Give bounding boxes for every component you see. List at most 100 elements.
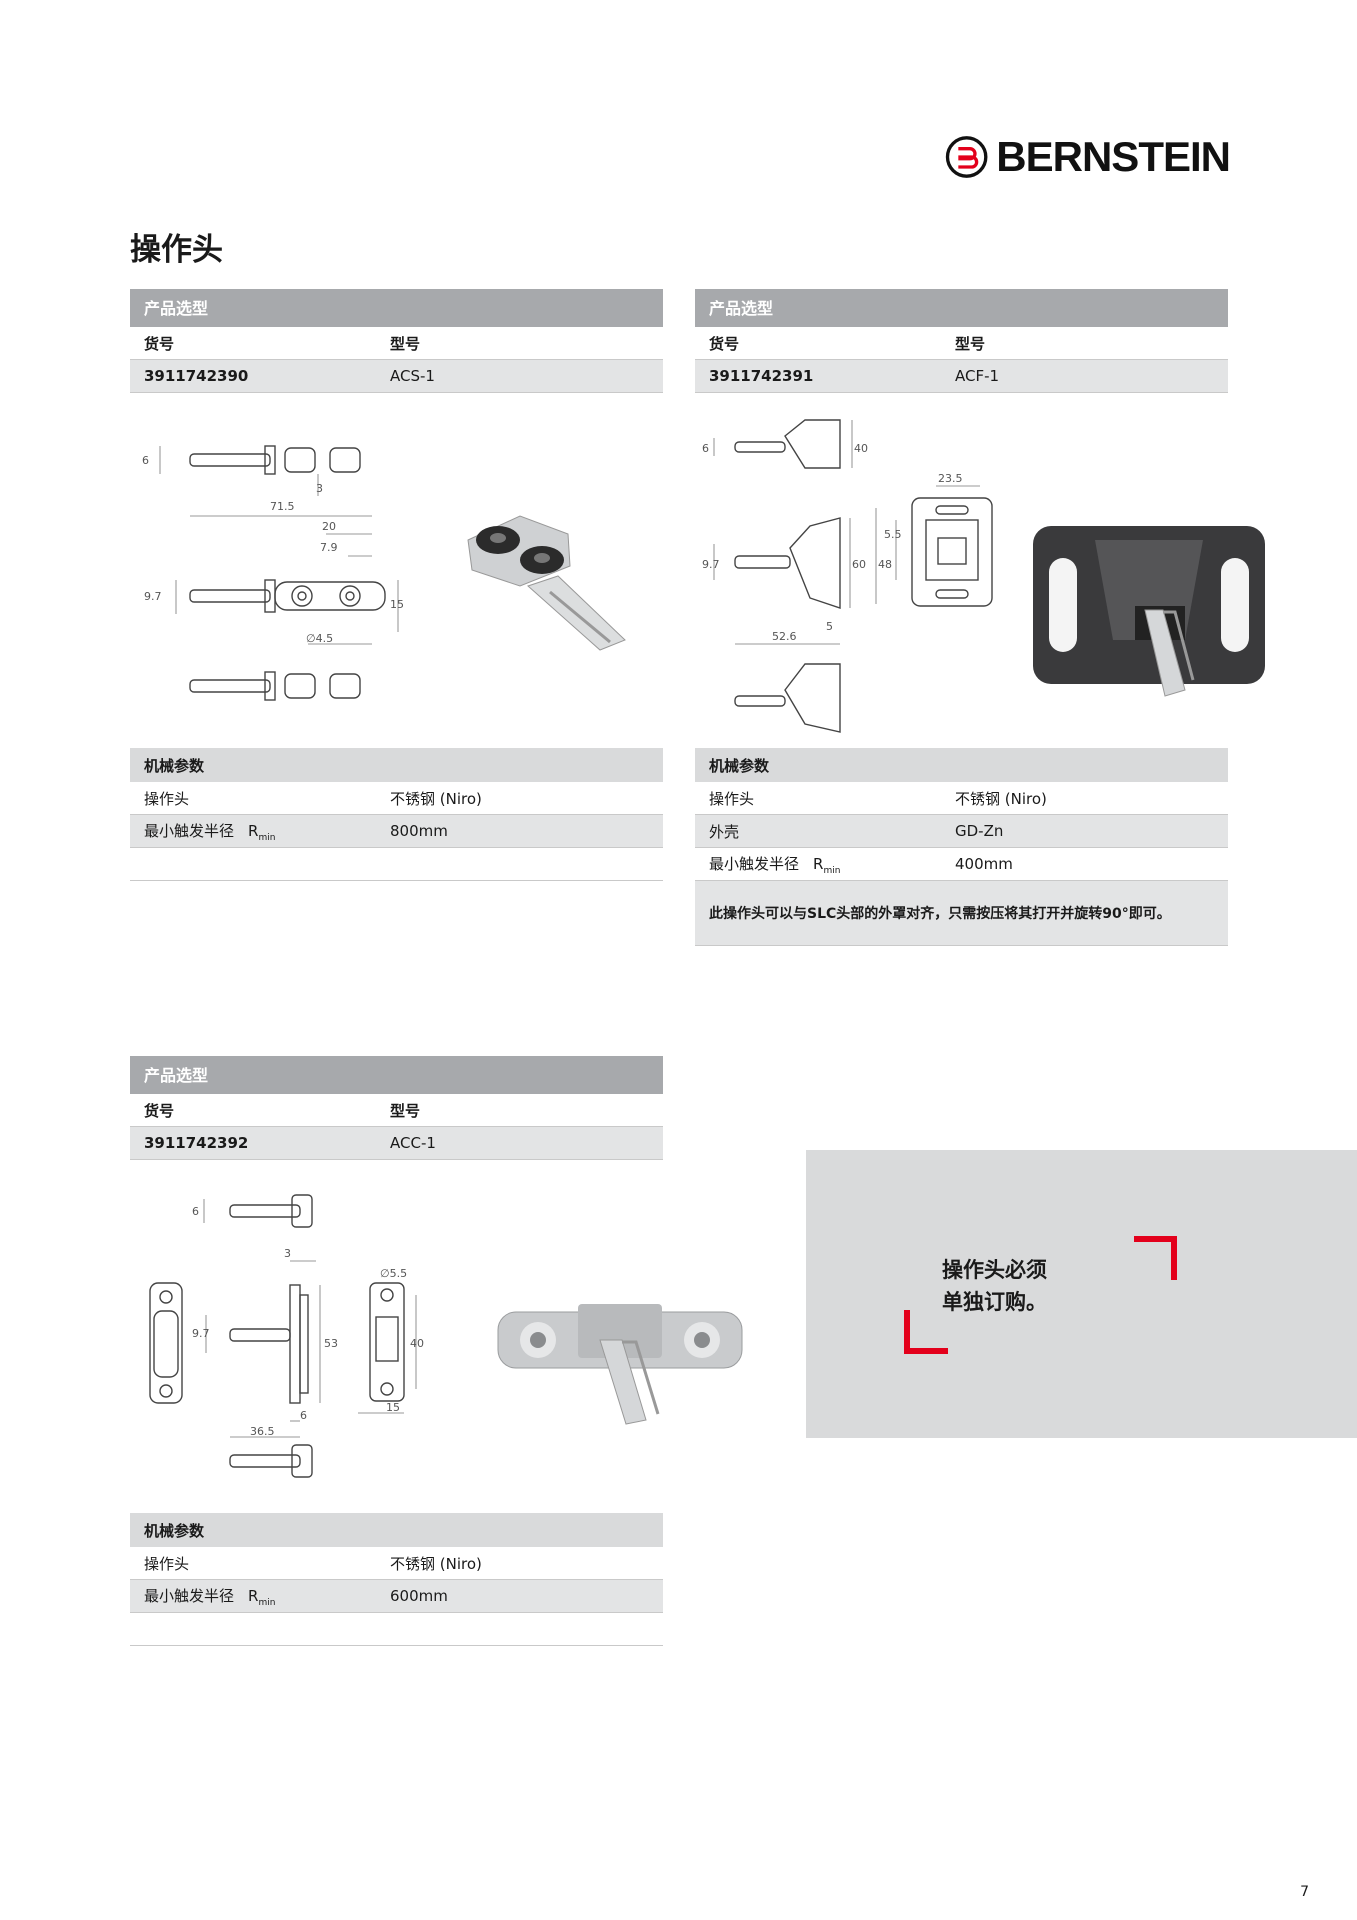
model: ACS-1 xyxy=(390,367,435,385)
dim-label: 3 xyxy=(284,1247,291,1260)
dim-label: 9.7 xyxy=(144,590,162,603)
model: ACF-1 xyxy=(955,367,1000,385)
dim-label: 6 xyxy=(300,1409,307,1422)
page-title: 操作头 xyxy=(130,232,223,268)
dim-label: ∅5.5 xyxy=(380,1267,407,1280)
rmin-label: R xyxy=(813,854,824,873)
product-selection-acf-1: 产品选型 货号 型号 3911742391 ACF-1 xyxy=(695,289,1228,393)
product-selection-acc-1: 产品选型 货号 型号 3911742392 ACC-1 xyxy=(130,1056,663,1160)
callout-line-1: 操作头必须 xyxy=(942,1258,1047,1282)
dim-label: 40 xyxy=(854,442,868,455)
corner-bracket-top-icon xyxy=(1134,1236,1177,1280)
param-row: 最小触发半径 Rmin 400mm xyxy=(695,848,1228,881)
dim-label: 9.7 xyxy=(702,558,720,571)
dim-label: 40 xyxy=(410,1337,424,1350)
param-label: 外壳 xyxy=(709,822,740,841)
dim-label: 9.7 xyxy=(192,1327,210,1340)
product-row: 3911742391 ACF-1 xyxy=(695,360,1228,393)
dim-label: ∅4.5 xyxy=(306,632,333,645)
product-photo-acc-1 xyxy=(497,1304,743,1425)
product-row: 3911742392 ACC-1 xyxy=(130,1127,663,1160)
column-headers: 货号 型号 xyxy=(130,1094,663,1127)
dim-label: 7.9 xyxy=(320,541,338,554)
mechanical-params-acc-1: 机械参数 操作头 不锈钢 (Niro) 最小触发半径 Rmin 600mm xyxy=(130,1513,663,1646)
param-value: 600mm xyxy=(390,1587,448,1605)
param-value: 400mm xyxy=(955,855,1013,873)
mech-header: 机械参数 xyxy=(130,748,663,782)
rmin-subscript: min xyxy=(823,865,841,876)
corner-bracket-bottom-icon xyxy=(904,1310,948,1354)
param-row: 操作头 不锈钢 (Niro) xyxy=(130,1547,663,1580)
model: ACC-1 xyxy=(390,1134,436,1152)
mech-header: 机械参数 xyxy=(695,748,1228,782)
dim-label: 15 xyxy=(390,598,404,611)
dim-label: 6 xyxy=(702,442,709,455)
page-number: 7 xyxy=(1300,1884,1309,1900)
param-label: 操作头 xyxy=(144,1554,190,1573)
model-header: 型号 xyxy=(955,334,986,353)
dimension-drawing-acs-1: 6 3 71.5 20 7.9 9.7 15 ∅4.5 xyxy=(142,445,404,701)
product-photo-acs-1 xyxy=(467,515,626,651)
brand-name: BERNSTEIN xyxy=(996,133,1231,180)
param-label: 最小触发半径 xyxy=(144,1586,235,1605)
mechanical-params-acf-1: 机械参数 操作头 不锈钢 (Niro) 外壳 GD-Zn 最小触发半径 Rmin … xyxy=(695,748,1228,946)
empty-row xyxy=(130,848,663,881)
param-value: GD-Zn xyxy=(955,822,1004,840)
param-row: 外壳 GD-Zn xyxy=(695,815,1228,848)
dim-label: 5.5 xyxy=(884,528,902,541)
mech-header: 机械参数 xyxy=(130,1513,663,1547)
product-photo-acf-1 xyxy=(1033,526,1265,697)
product-row: 3911742390 ACS-1 xyxy=(130,360,663,393)
param-label: 最小触发半径 xyxy=(144,821,235,840)
dim-label: 53 xyxy=(324,1337,338,1350)
rmin-label: R xyxy=(248,821,259,840)
rmin-label: R xyxy=(248,1586,259,1605)
column-headers: 货号 型号 xyxy=(695,327,1228,360)
product-note: 此操作头可以与SLC头部的外罩对齐，只需按压将其打开并旋转90°即可。 xyxy=(695,881,1228,946)
dim-label: 60 xyxy=(852,558,866,571)
param-label: 操作头 xyxy=(709,789,755,808)
dim-label: 20 xyxy=(322,520,336,533)
dim-label: 52.6 xyxy=(772,630,797,643)
dim-label: 71.5 xyxy=(270,500,295,513)
part-no: 3911742390 xyxy=(144,367,249,385)
part-no: 3911742391 xyxy=(709,367,814,385)
model-header: 型号 xyxy=(390,334,421,353)
empty-row xyxy=(130,1613,663,1646)
column-headers: 货号 型号 xyxy=(130,327,663,360)
param-row: 最小触发半径 Rmin 600mm xyxy=(130,1580,663,1613)
rmin-subscript: min xyxy=(258,1597,276,1608)
param-label: 最小触发半径 xyxy=(709,854,800,873)
part-no-header: 货号 xyxy=(144,1101,175,1120)
callout-text: 操作头必须 单独订购。 xyxy=(942,1254,1047,1318)
dim-label: 36.5 xyxy=(250,1425,275,1438)
dim-label: 6 xyxy=(142,454,149,467)
rmin-subscript: min xyxy=(258,832,276,843)
param-row: 操作头 不锈钢 (Niro) xyxy=(130,782,663,815)
selection-header: 产品选型 xyxy=(130,289,663,327)
dim-label: 48 xyxy=(878,558,892,571)
part-no-header: 货号 xyxy=(709,334,740,353)
dim-label: 5 xyxy=(826,620,833,633)
brand-logo: BERNSTEIN xyxy=(945,128,1231,186)
param-label-wrap: 最小触发半径 Rmin xyxy=(695,853,955,876)
product-selection-acs-1: 产品选型 货号 型号 3911742390 ACS-1 xyxy=(130,289,663,393)
dimension-drawing-acf-1: 6 40 23.5 5.5 9.7 60 48 5 52.6 xyxy=(702,419,993,733)
part-no: 3911742392 xyxy=(144,1134,249,1152)
param-value: 不锈钢 (Niro) xyxy=(955,789,1047,808)
param-label: 操作头 xyxy=(144,789,190,808)
dim-label: 23.5 xyxy=(938,472,963,485)
dim-label: 6 xyxy=(192,1205,199,1218)
dim-label: 15 xyxy=(386,1401,400,1414)
param-row: 操作头 不锈钢 (Niro) xyxy=(695,782,1228,815)
dimension-drawing-acc-1: 6 3 ∅5.5 9.7 53 40 6 15 36.5 xyxy=(149,1194,424,1478)
selection-header: 产品选型 xyxy=(130,1056,663,1094)
part-no-header: 货号 xyxy=(144,334,175,353)
param-label-wrap: 最小触发半径 Rmin xyxy=(130,820,390,843)
dim-label: 3 xyxy=(316,482,323,495)
callout-line-2: 单独订购。 xyxy=(942,1290,1047,1314)
selection-header: 产品选型 xyxy=(695,289,1228,327)
callout-box: 操作头必须 单独订购。 xyxy=(806,1150,1357,1438)
